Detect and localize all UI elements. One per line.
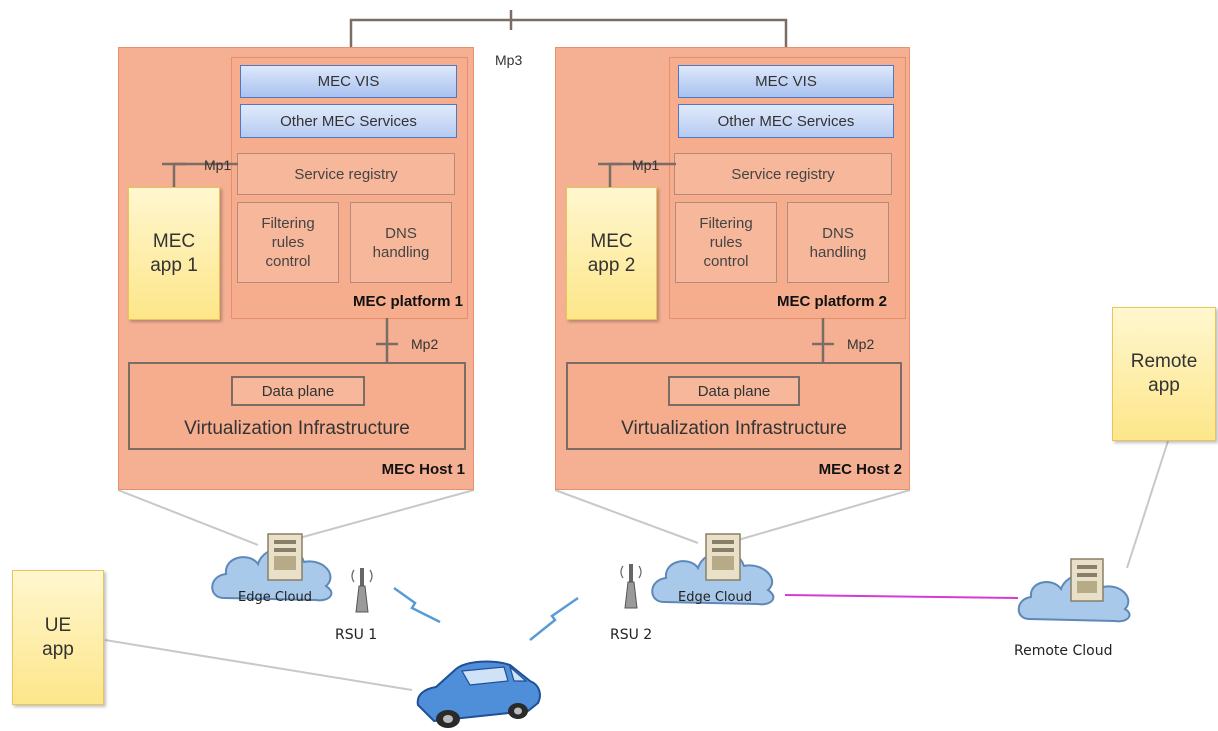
service-registry-1: Service registry [237,153,455,195]
edge-cloud-1-label: Edge Cloud [238,590,312,605]
remote-cloud-to-app-line [1126,440,1169,569]
remote-cloud-label: Remote Cloud [1014,643,1113,659]
dns-line-1: DNS [385,224,417,242]
filtering-line-1: Filtering [699,215,753,232]
ue-app-line-1: UE [44,614,72,636]
host2-to-cloud-left [554,489,699,544]
mec-app-1: MEC app 1 [128,187,220,320]
edge-cloud-2-label: Edge Cloud [678,590,752,605]
edge-cloud-2-icon [651,533,775,606]
service-registry-2: Service registry [674,153,892,195]
edge-cloud-1-icon [211,533,333,602]
mec-platform-2-label: MEC platform 2 [776,293,887,310]
mec-app-2-line-2: app 2 [587,254,636,276]
other-mec-services-2: Other MEC Services [678,104,894,138]
mp1-label-2: Mp1 [632,157,660,173]
rsu-2-label: RSU 2 [610,627,653,643]
dns-line-2: handling [372,243,430,261]
mec-vis-1: MEC VIS [240,65,457,98]
data-plane-2: Data plane [668,376,800,406]
dns-line-2: handling [809,243,867,261]
filtering-line-2: rules [709,234,743,251]
server-icon [705,533,741,581]
dns-line-1: DNS [822,224,854,242]
filtering-rules-control-2: Filtering rules control [675,202,777,283]
ue-app: UE app [12,570,104,705]
mp1-connector-2 [598,162,676,188]
mec-app-2-line-1: MEC [590,230,633,252]
host1-to-cloud-left [117,489,259,546]
mp3-bus-line [349,18,788,57]
wireless-rsu2-icon [529,596,579,641]
mp3-label: Mp3 [495,52,523,68]
mp2-label-2: Mp2 [847,336,875,352]
filtering-line-3: control [265,253,311,270]
remote-app: Remote app [1112,307,1216,441]
remote-app-line-2: app [1148,375,1180,396]
car-icon [416,660,541,728]
ue-to-car-line [104,639,413,691]
host1-to-cloud-right [291,489,475,541]
mec-app-2: MEC app 2 [566,187,657,320]
filtering-line-3: control [703,253,749,270]
remote-cloud-icon [1017,558,1131,623]
host2-to-cloud-right [737,489,911,541]
rsu-1-label: RSU 1 [335,627,378,643]
dns-handling-1: DNS handling [350,202,452,283]
dns-handling-2: DNS handling [787,202,889,283]
rsu-2-antenna-icon [620,564,642,609]
ue-app-line-2: app [42,638,74,660]
rsu-1-antenna-icon [351,568,373,613]
mec-host-1-label: MEC Host 1 [381,461,465,478]
mp1-label-1: Mp1 [204,157,232,173]
filtering-line-1: Filtering [261,215,315,232]
filtering-rules-control-1: Filtering rules control [237,202,339,283]
virtualization-infrastructure-label-2: Virtualization Infrastructure [621,418,847,439]
mp2-label-1: Mp2 [411,336,439,352]
mec-app-1-line-2: app 1 [150,254,198,276]
filtering-line-2: rules [271,234,305,251]
data-plane-1: Data plane [231,376,365,406]
wireless-rsu1-icon [393,586,441,624]
server-icon [1070,558,1104,602]
server-icon [267,533,303,581]
mec-app-1-line-1: MEC [152,230,196,252]
edge-to-remote-link [784,594,1019,599]
mec-vis-2: MEC VIS [678,65,894,98]
mec-host-2-label: MEC Host 2 [818,461,902,478]
other-mec-services-1: Other MEC Services [240,104,457,138]
mec-platform-1-label: MEC platform 1 [352,293,463,310]
mp1-connector-1 [162,162,238,188]
remote-app-line-1: Remote [1130,351,1198,372]
virtualization-infrastructure-label-1: Virtualization Infrastructure [184,418,410,439]
